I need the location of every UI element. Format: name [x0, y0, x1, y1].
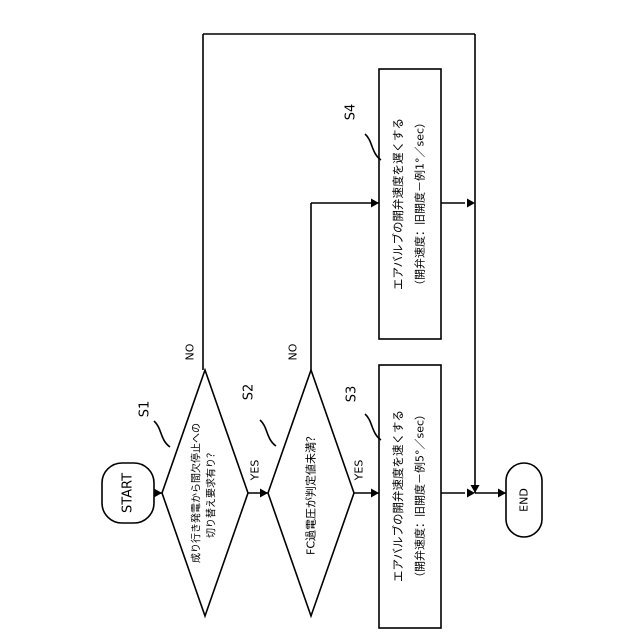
s4-step-id: S4 — [344, 104, 359, 121]
arrowhead-into-s3 — [371, 489, 379, 498]
s2-question: FC過電圧が判定値未満？ — [304, 431, 318, 555]
s4-process-box — [379, 69, 441, 339]
s3-process-box — [379, 365, 441, 628]
end-label: END — [518, 488, 531, 512]
s2-yes-label: YES — [353, 460, 366, 482]
s1-yes-label: YES — [249, 460, 262, 482]
s2-step-id: S2 — [242, 384, 257, 401]
start-label: START — [121, 473, 136, 513]
s4-action-line1: エアバルブの開弁速度を遅くする — [391, 118, 405, 290]
arrowhead-s4-merge — [467, 199, 475, 208]
s3-action-line2: （開弁速度：旧開度－例5°／sec） — [413, 409, 427, 583]
s1-question-line1: 成り行き発電から間欠停止への — [190, 423, 203, 563]
s4-action-line2: （開弁速度：旧開度－例1°／sec） — [413, 117, 427, 291]
s1-no-label: NO — [184, 343, 197, 360]
s3-step-id: S3 — [345, 386, 360, 403]
arrowhead-into-s2 — [260, 489, 268, 498]
s2-step-tilde — [260, 420, 276, 446]
s1-step-id: S1 — [138, 401, 153, 418]
arrowhead-into-s1 — [154, 489, 162, 498]
arrowhead-into-end — [498, 489, 506, 498]
arrowhead-into-s4 — [371, 199, 379, 208]
s2-no-label: NO — [287, 343, 300, 360]
s1-question-line2: 切り替え要求有り？ — [205, 448, 218, 538]
s3-action-line1: エアバルブの開弁速度を速くする — [391, 410, 405, 582]
s1-decision-diamond — [162, 370, 248, 616]
s1-step-tilde — [154, 421, 170, 447]
